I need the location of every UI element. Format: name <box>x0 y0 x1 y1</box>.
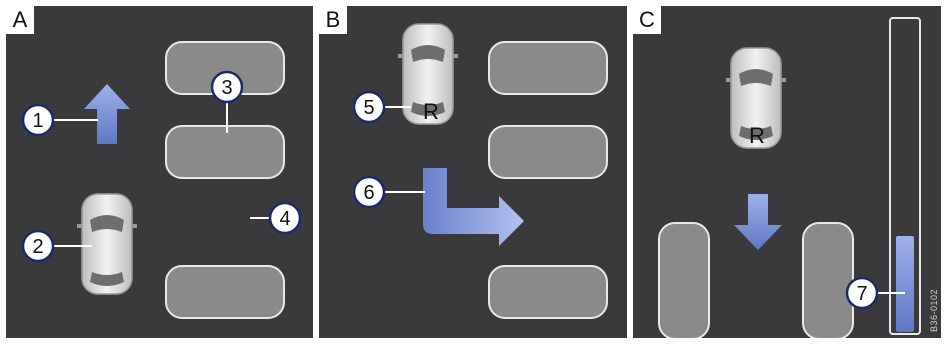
distance-indicator-fill <box>896 236 914 332</box>
image-code: B36-0102 <box>929 288 939 332</box>
parking-block <box>488 125 608 179</box>
parking-block <box>165 125 285 179</box>
panel-c: C R B36-0102 <box>633 6 941 338</box>
panel-a-drawing <box>53 41 285 319</box>
parking-block <box>165 265 285 319</box>
forward-arrow-icon <box>84 84 130 144</box>
parking-block <box>488 41 608 95</box>
parking-block <box>802 222 854 338</box>
panel-b-drawing <box>381 23 608 319</box>
panel-label: C <box>633 6 661 34</box>
panel-label: B <box>319 6 347 34</box>
panel-b: B R <box>319 6 627 338</box>
panel-c-drawing <box>658 17 921 338</box>
panel-a: A <box>6 6 313 338</box>
panel-label: A <box>6 6 34 34</box>
reverse-marker: R <box>749 123 765 148</box>
reverse-marker: R <box>423 99 439 124</box>
parking-block <box>658 222 710 338</box>
parking-block <box>165 41 285 95</box>
vehicle-icon <box>76 193 138 295</box>
parking-block <box>488 265 608 319</box>
reverse-arrow-icon <box>734 194 782 250</box>
turn-arrow-icon <box>423 168 524 246</box>
